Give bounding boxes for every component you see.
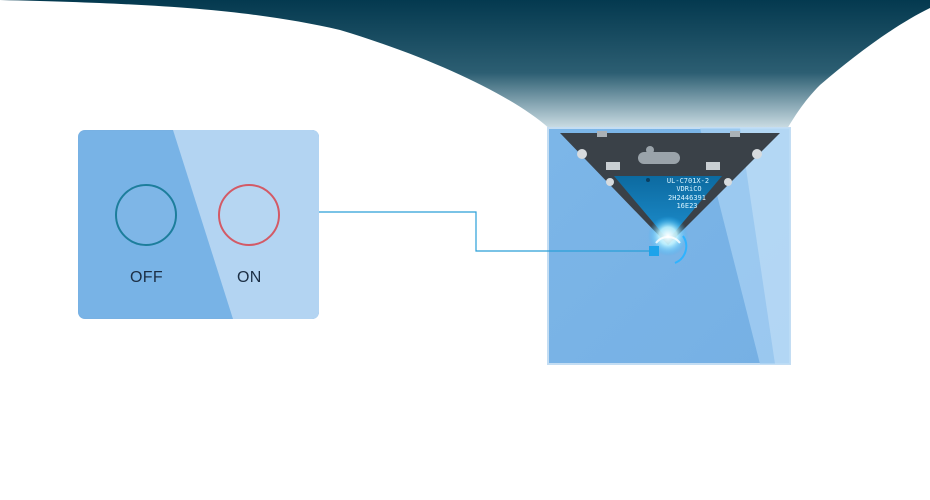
touch-panel: OFF ON bbox=[78, 130, 319, 319]
off-touch-button[interactable] bbox=[115, 184, 177, 246]
on-touch-button[interactable] bbox=[218, 184, 280, 246]
circuit-board bbox=[614, 176, 722, 240]
connector-end-square bbox=[649, 246, 659, 256]
connector-line bbox=[256, 211, 652, 252]
header-wave bbox=[0, 0, 930, 132]
board-marking-3: 2H2446391 bbox=[668, 194, 706, 202]
off-label: OFF bbox=[130, 269, 163, 286]
on-label: ON bbox=[237, 269, 262, 286]
panel-sheen bbox=[173, 130, 319, 319]
board-marking-1: UL-C701X-2 bbox=[666, 177, 710, 185]
board-marking-4: 16E23 bbox=[676, 202, 698, 210]
board-marking-2: VDRiCO bbox=[676, 185, 702, 193]
